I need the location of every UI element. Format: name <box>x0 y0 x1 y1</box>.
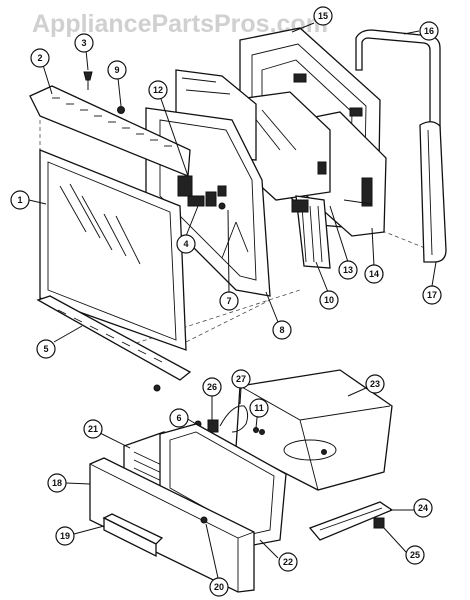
wire-harness <box>219 405 249 433</box>
callout-4: 4 <box>176 234 196 254</box>
callout-8: 8 <box>272 320 292 340</box>
svg-text:10: 10 <box>324 295 334 305</box>
callout-24: 24 <box>413 498 433 518</box>
callout-19: 19 <box>55 526 75 546</box>
svg-text:13: 13 <box>343 265 353 275</box>
callout-5: 5 <box>36 339 56 359</box>
svg-text:19: 19 <box>60 531 70 541</box>
svg-text:2: 2 <box>37 53 42 63</box>
drawer-roller <box>373 517 385 529</box>
callout-21: 21 <box>83 419 103 439</box>
callout-14: 14 <box>364 264 384 284</box>
svg-text:11: 11 <box>254 403 264 413</box>
callout-18: 18 <box>47 473 67 493</box>
door-outer-glass <box>39 149 187 351</box>
svg-text:25: 25 <box>410 550 420 560</box>
callout-22: 22 <box>278 552 298 572</box>
screw-3 <box>83 71 93 90</box>
callout-27: 27 <box>231 369 251 389</box>
svg-text:16: 16 <box>424 26 434 36</box>
door-hinge <box>177 175 217 207</box>
svg-text:6: 6 <box>176 413 181 423</box>
door-insulation <box>291 195 331 269</box>
callout-15: 15 <box>313 6 333 26</box>
callout-25: 25 <box>405 545 425 565</box>
hinge-bracket <box>217 185 227 210</box>
callout-9: 9 <box>107 60 127 80</box>
callout-10: 10 <box>319 290 339 310</box>
callout-1: 1 <box>10 190 30 210</box>
door-side-trim <box>419 121 447 263</box>
svg-text:12: 12 <box>153 85 163 95</box>
door-bottom-trim <box>36 295 192 392</box>
leader-lines <box>28 22 437 579</box>
svg-text:14: 14 <box>369 269 379 279</box>
svg-text:3: 3 <box>81 38 86 48</box>
callout-7: 7 <box>219 291 239 311</box>
svg-text:9: 9 <box>114 65 119 75</box>
callout-20: 20 <box>209 577 229 597</box>
svg-text:15: 15 <box>318 11 328 21</box>
svg-text:18: 18 <box>52 478 62 488</box>
svg-text:8: 8 <box>279 325 284 335</box>
screw-11 <box>253 427 259 433</box>
callout-26: 26 <box>202 377 222 397</box>
svg-text:21: 21 <box>88 424 98 434</box>
svg-text:17: 17 <box>427 290 437 300</box>
svg-text:4: 4 <box>183 239 188 249</box>
callout-6: 6 <box>169 408 189 428</box>
callout-17: 17 <box>422 285 442 305</box>
svg-text:1: 1 <box>17 195 22 205</box>
svg-text:20: 20 <box>214 582 224 592</box>
callout-13: 13 <box>338 260 358 280</box>
callout-23: 23 <box>365 374 385 394</box>
callout-12: 12 <box>148 80 168 100</box>
callout-2: 2 <box>30 48 50 68</box>
screw-9 <box>117 106 125 114</box>
svg-text:26: 26 <box>207 382 217 392</box>
svg-text:22: 22 <box>283 557 293 567</box>
svg-text:27: 27 <box>236 374 246 384</box>
svg-text:24: 24 <box>418 503 428 513</box>
callout-16: 16 <box>419 21 439 41</box>
svg-text:23: 23 <box>370 379 380 389</box>
control-panel-trim <box>29 85 191 177</box>
svg-text:7: 7 <box>226 296 231 306</box>
svg-text:5: 5 <box>43 344 48 354</box>
drawer-switch-26 <box>207 404 219 433</box>
callout-3: 3 <box>74 33 94 53</box>
drawer-front <box>89 457 255 593</box>
callout-11: 11 <box>249 398 269 418</box>
